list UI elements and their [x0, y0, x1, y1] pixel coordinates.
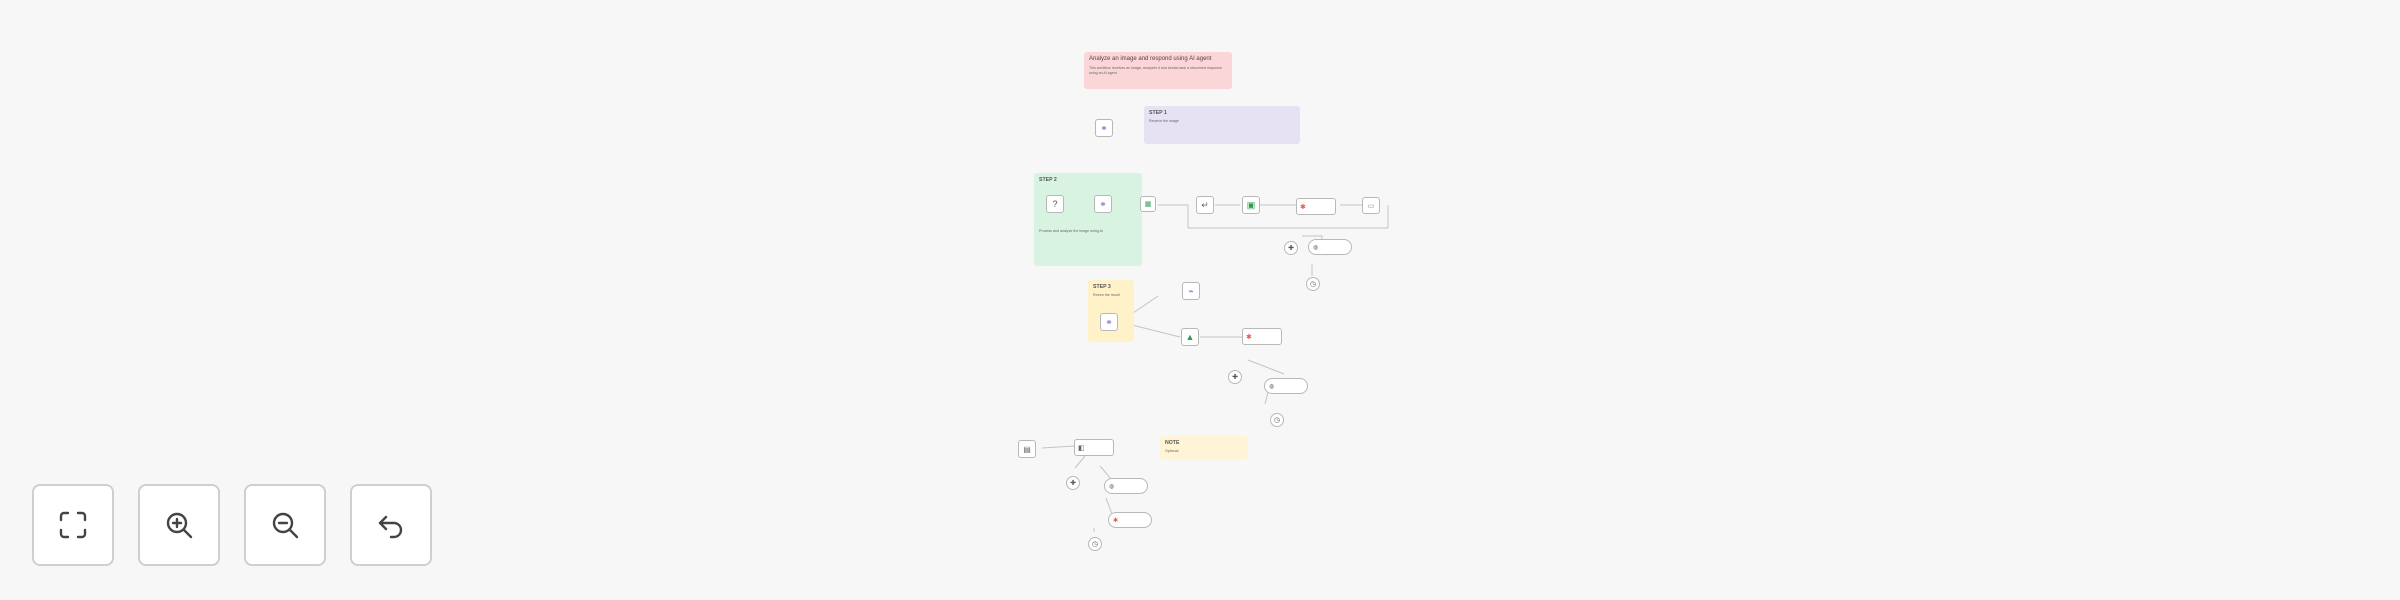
connection-line: [1158, 204, 1389, 229]
question-icon: ?: [1052, 199, 1058, 209]
undo-button[interactable]: [350, 484, 432, 566]
link-icon: ⚭: [1105, 316, 1113, 327]
sticky-label: NOTE: [1165, 440, 1180, 446]
sticky-body: Receive the image: [1149, 119, 1179, 123]
service-node[interactable]: ✱: [1242, 328, 1282, 345]
connection-line: [1099, 465, 1113, 481]
tool-node[interactable]: ◍: [1264, 378, 1308, 394]
clock-icon: ◷: [1091, 541, 1099, 548]
zoom-out-icon: [272, 512, 299, 539]
sticky-note-step2[interactable]: STEP 2 Process and analyze the image usi…: [1034, 173, 1142, 266]
trigger-node[interactable]: ⚭: [1095, 119, 1113, 137]
service-icon: ✱: [1113, 517, 1119, 524]
service-icon: ✱: [1246, 333, 1252, 341]
sheet-node[interactable]: ▦: [1140, 196, 1156, 212]
clock-icon: ◷: [1273, 417, 1281, 424]
magnet-node[interactable]: ⌁: [1182, 282, 1200, 300]
tool-node[interactable]: ◍: [1308, 239, 1352, 255]
output-icon: ▭: [1367, 202, 1375, 210]
fit-to-view-icon: [59, 511, 87, 539]
sheet-icon: ▦: [1144, 201, 1152, 208]
sticky-label: STEP 1: [1149, 110, 1167, 116]
connection-line: [1074, 455, 1086, 469]
connection-line: [1041, 445, 1075, 449]
model-node[interactable]: ✚: [1066, 476, 1080, 490]
agent-node[interactable]: ◧: [1074, 439, 1114, 456]
chat-node[interactable]: ▤: [1018, 440, 1036, 458]
triangle-icon: ▲: [1185, 332, 1195, 342]
tool-icon: ◍: [1313, 244, 1319, 251]
link-node[interactable]: ⚭: [1100, 313, 1118, 331]
sticky-note-optional[interactable]: NOTE Optional: [1160, 436, 1248, 460]
sticky-body: Process and analyze the image using AI: [1039, 229, 1103, 233]
service-node[interactable]: ✱: [1296, 198, 1336, 215]
zoom-in-icon: [166, 512, 193, 539]
sheet-node[interactable]: ▣: [1242, 196, 1260, 214]
sticky-title: Analyze an image and respond using AI ag…: [1089, 56, 1212, 62]
clock-icon: ◷: [1309, 281, 1317, 288]
fit-to-view-button[interactable]: [32, 484, 114, 566]
memory-node[interactable]: ◷: [1270, 413, 1284, 427]
canvas-toolbar: [32, 484, 432, 566]
sticky-body: This workflow receives an image, analyze…: [1089, 66, 1222, 75]
plus-icon: ✚: [1232, 374, 1238, 381]
sticky-note-step1[interactable]: STEP 1 Receive the image: [1144, 106, 1300, 144]
connection-line: [1105, 497, 1113, 515]
sticky-body: Optional: [1165, 449, 1179, 453]
memory-node[interactable]: ◷: [1306, 277, 1320, 291]
tool-icon: ◍: [1109, 483, 1115, 490]
link-icon: ⚭: [1100, 122, 1108, 133]
memory-node[interactable]: ◷: [1088, 537, 1102, 551]
output-node[interactable]: ▭: [1362, 197, 1380, 214]
zoom-in-button[interactable]: [138, 484, 220, 566]
triangle-node[interactable]: ▲: [1181, 328, 1199, 346]
magnet-icon: ⌁: [1188, 285, 1194, 296]
ai-node[interactable]: ?: [1046, 195, 1064, 213]
tool-node[interactable]: ◍: [1104, 478, 1148, 494]
sticky-label: STEP 2: [1039, 177, 1057, 183]
agent-icon: ◧: [1078, 444, 1085, 452]
chat-icon: ▤: [1023, 444, 1031, 454]
undo-icon: [378, 515, 403, 539]
tool-icon: ◍: [1269, 383, 1275, 390]
sticky-body: Return the result: [1093, 293, 1120, 297]
plus-icon: ✚: [1288, 245, 1294, 252]
link-node[interactable]: ⚭: [1094, 195, 1112, 213]
service-icon: ✱: [1300, 203, 1306, 211]
sheet-icon: ▣: [1246, 199, 1256, 210]
connection-line: [1247, 359, 1285, 375]
sticky-label: STEP 3: [1093, 284, 1111, 290]
service-cloud-node[interactable]: ✱: [1108, 512, 1152, 528]
sticky-note-step3[interactable]: STEP 3 Return the result: [1088, 280, 1134, 342]
link-icon: ⚭: [1099, 198, 1107, 209]
arrow-icon: ↵: [1201, 199, 1209, 210]
sticky-note-header[interactable]: Analyze an image and respond using AI ag…: [1084, 52, 1232, 89]
zoom-out-button[interactable]: [244, 484, 326, 566]
model-node[interactable]: ✚: [1284, 241, 1298, 255]
arrow-node[interactable]: ↵: [1196, 196, 1214, 214]
model-node[interactable]: ✚: [1228, 370, 1242, 384]
plus-icon: ✚: [1070, 480, 1076, 487]
